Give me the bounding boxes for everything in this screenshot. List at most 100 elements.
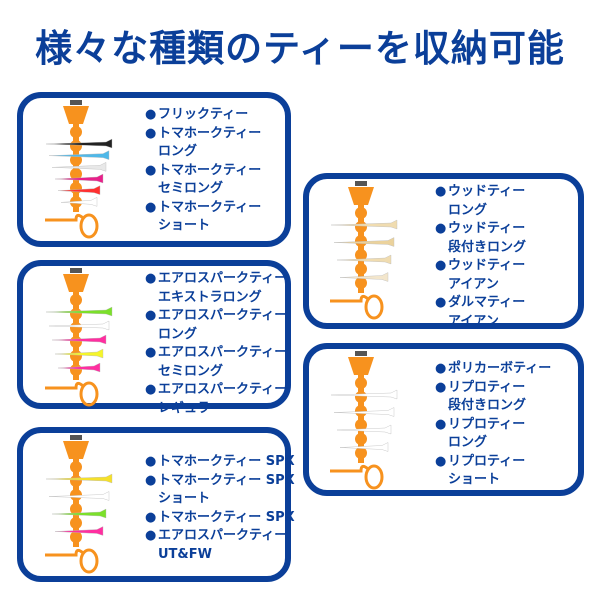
holder-part bbox=[70, 154, 82, 166]
holder-part bbox=[358, 373, 364, 463]
holder-part bbox=[339, 272, 389, 282]
holder-part bbox=[339, 442, 389, 452]
bullet-icon: ● bbox=[145, 125, 157, 141]
holder-part bbox=[70, 364, 82, 376]
bullet-icon: ● bbox=[435, 295, 447, 310]
bullet-icon: ● bbox=[435, 258, 447, 273]
bullet-icon: ● bbox=[435, 221, 447, 236]
holder-part bbox=[70, 489, 82, 501]
holder-part bbox=[70, 182, 82, 194]
holder-part bbox=[364, 464, 384, 490]
holder-part bbox=[70, 308, 82, 320]
holder-part bbox=[48, 491, 110, 501]
holder-part bbox=[79, 381, 99, 407]
holder-part bbox=[355, 377, 367, 389]
tee-type-item: ●リプロティーロング bbox=[435, 416, 551, 453]
bullet-icon: ● bbox=[435, 184, 447, 199]
tee-name: ダルマティー bbox=[448, 295, 526, 310]
holder-part bbox=[63, 106, 89, 124]
holder-part bbox=[70, 531, 82, 543]
tee-name: ポリカーボティー bbox=[448, 361, 552, 376]
tee-name: ウッドティー bbox=[448, 221, 526, 236]
bullet-icon: ● bbox=[145, 162, 157, 178]
holder-part bbox=[70, 336, 82, 348]
tee-type-item: ●フリックティー bbox=[145, 106, 261, 125]
holder-part bbox=[63, 274, 89, 292]
tee-type-item: ●トマホークティーセミロング bbox=[145, 162, 261, 199]
tee-type-item: ●トマホークティー SPX bbox=[145, 509, 295, 528]
holder-part bbox=[355, 207, 367, 219]
tee-type-item: ●リプロティー段付きロング bbox=[435, 379, 551, 416]
holder-part bbox=[348, 187, 374, 205]
holder-part bbox=[48, 150, 110, 160]
tee-variant: レギュラー bbox=[158, 400, 224, 416]
tee-type-item: ●ウッドティーアイアン bbox=[435, 257, 526, 294]
tee-type-list: ●エアロスパークティーエキストラロング●エアロスパークティーロング●エアロスパー… bbox=[145, 270, 287, 418]
tee-variant: ロング bbox=[448, 435, 488, 450]
holder-part bbox=[73, 290, 79, 380]
tee-name: トマホークティー bbox=[158, 125, 262, 141]
holder-part bbox=[60, 197, 98, 207]
holder-part bbox=[355, 221, 367, 233]
holder-part bbox=[70, 294, 82, 306]
bullet-icon: ● bbox=[145, 509, 157, 525]
tee-type-item: ●ウッドティーロング bbox=[435, 183, 526, 220]
holder-part bbox=[70, 461, 82, 473]
tee-variant: ショート bbox=[158, 218, 211, 233]
tee-variant: アイアン bbox=[448, 276, 499, 292]
bullet-icon: ● bbox=[145, 382, 157, 397]
holder-part bbox=[355, 181, 367, 186]
tee-name: リプロティー bbox=[448, 453, 526, 469]
holder-part bbox=[355, 351, 367, 356]
holder-part bbox=[70, 140, 82, 152]
tee-type-item: ●エアロスパークティーレギュラー bbox=[145, 381, 287, 418]
tee-type-item: ●トマホークティー SPX bbox=[145, 453, 295, 472]
holder-part bbox=[63, 441, 89, 459]
holder-part bbox=[45, 548, 84, 557]
tee-holder-image bbox=[45, 435, 113, 574]
tee-name: エアロスパークティー bbox=[158, 345, 288, 360]
tee-type-item: ●エアロスパークティーエキストラロング bbox=[145, 270, 287, 307]
tee-panel-spx bbox=[17, 427, 291, 582]
holder-part bbox=[348, 357, 374, 375]
tee-name: ウッドティー bbox=[448, 184, 526, 199]
holder-part bbox=[70, 350, 82, 362]
holder-part bbox=[355, 433, 367, 445]
tee-variant: ロング bbox=[448, 202, 488, 218]
bullet-icon: ● bbox=[145, 199, 157, 215]
bullet-icon: ● bbox=[435, 361, 447, 376]
holder-part bbox=[70, 435, 82, 440]
tee-type-list: ●フリックティー●トマホークティーロング●トマホークティーセミロング●トマホーク… bbox=[145, 106, 261, 236]
tee-type-item: ●ダルマティーアイアン bbox=[435, 294, 526, 331]
holder-part bbox=[355, 447, 367, 459]
holder-part bbox=[70, 503, 82, 515]
tee-variant: ショート bbox=[448, 472, 501, 487]
holder-part bbox=[57, 185, 101, 195]
tee-name: エアロスパークティー bbox=[158, 308, 288, 323]
holder-part bbox=[355, 235, 367, 247]
holder-part bbox=[333, 237, 395, 247]
holder-part bbox=[70, 322, 82, 334]
holder-part bbox=[51, 162, 107, 172]
tee-type-item: ●エアロスパークティーセミロング bbox=[145, 344, 287, 381]
tee-name: エアロスパークティー bbox=[158, 528, 288, 543]
bullet-icon: ● bbox=[145, 472, 157, 488]
holder-part bbox=[54, 526, 104, 536]
tee-variant: UT&FW bbox=[158, 546, 212, 562]
holder-part bbox=[45, 306, 113, 317]
holder-part bbox=[358, 203, 364, 293]
bullet-icon: ● bbox=[145, 107, 157, 122]
bullet-icon: ● bbox=[435, 379, 447, 395]
tee-holder-image bbox=[330, 351, 398, 490]
holder-part bbox=[70, 475, 82, 487]
tee-variant: セミロング bbox=[158, 181, 224, 196]
tee-type-item: ●リプロティーショート bbox=[435, 453, 551, 490]
holder-part bbox=[45, 381, 84, 390]
tee-name: トマホークティー SPX bbox=[158, 454, 295, 469]
tee-holder-image bbox=[45, 268, 113, 407]
holder-part bbox=[333, 407, 395, 417]
tee-type-list: ●ポリカーボティー●リプロティー段付きロング●リプロティーロング●リプロティーシ… bbox=[435, 360, 551, 490]
holder-part bbox=[79, 548, 99, 574]
